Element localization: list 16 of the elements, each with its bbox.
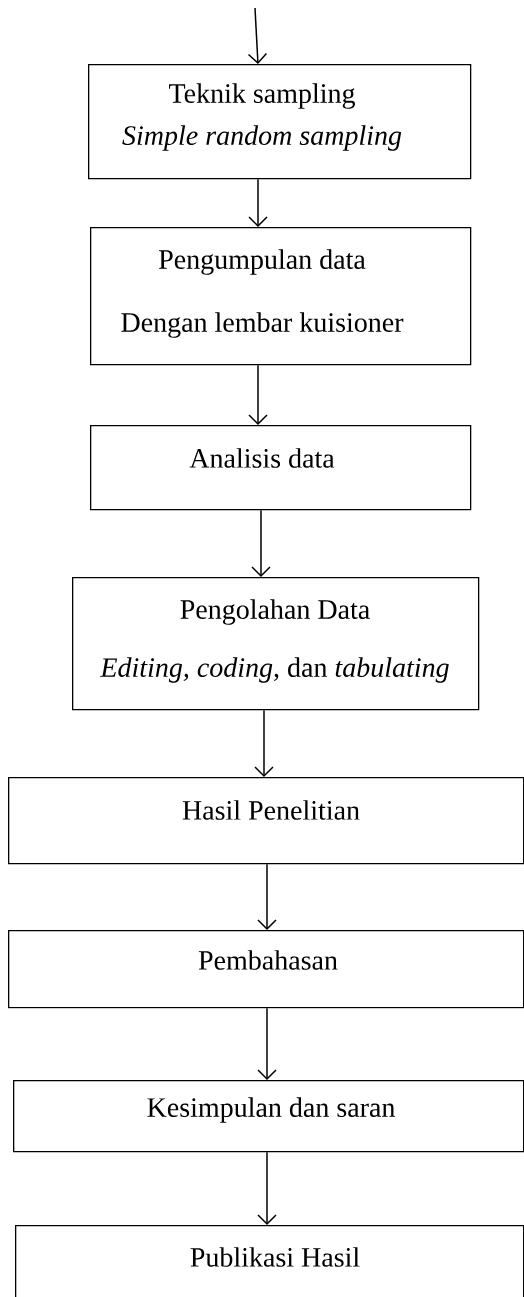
arrow (257, 1151, 277, 1225)
arrow (248, 364, 268, 425)
process-box: Hasil Penelitian (8, 777, 524, 865)
arrow (247, 7, 268, 64)
arrow (251, 509, 271, 577)
process-box: Pengumpulan data Dengan lembar kuisioner (90, 227, 472, 366)
process-box: Pembahasan (8, 930, 524, 1009)
process-box: Analisis data (90, 425, 472, 511)
process-box: Kesimpulan dan saran (13, 1080, 524, 1153)
process-box: Publikasi Hasil (15, 1225, 524, 1297)
arrow (257, 863, 277, 930)
process-box: Teknik sampling Simple random sampling (88, 64, 472, 180)
arrow (254, 709, 274, 777)
arrow (257, 1007, 277, 1080)
process-box: Pengolahan Data Editing, coding, dan tabulating (72, 577, 480, 711)
arrow (248, 178, 268, 227)
